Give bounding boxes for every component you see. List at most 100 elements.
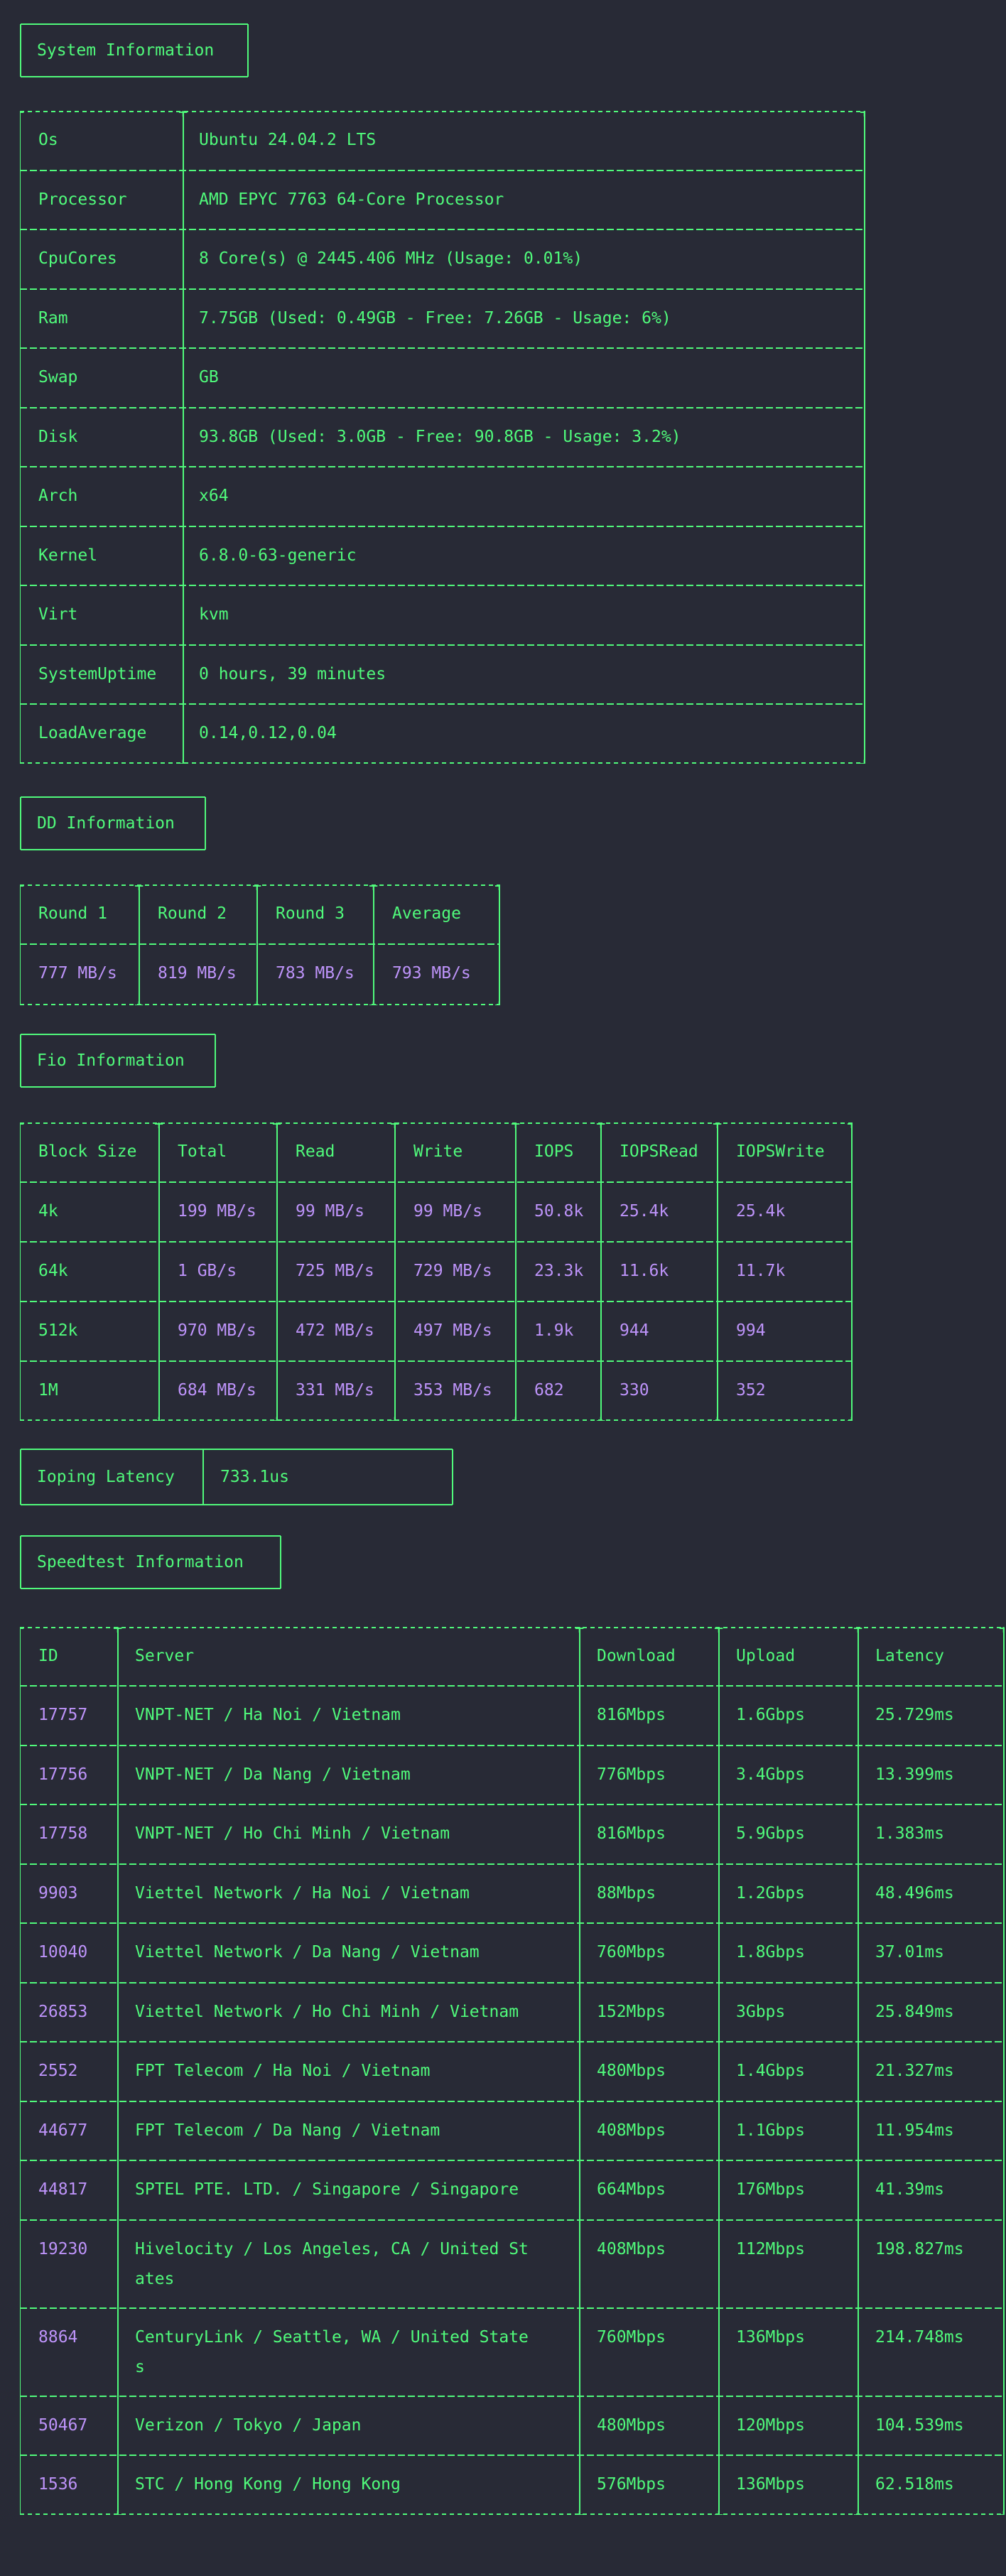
corner-plus: + (860, 755, 865, 764)
system-info-key: SystemUptime (38, 665, 157, 683)
fio-value: 23.3k (534, 1262, 584, 1280)
corner-plus: + (511, 1412, 520, 1421)
speedtest-download: 88Mbps (597, 1884, 656, 1903)
section-title-text: System Information (37, 41, 215, 60)
corner-plus: + (853, 2506, 862, 2515)
fio-value: 11.6k (620, 1262, 669, 1280)
fio-value: 353 MB/s (413, 1381, 492, 1400)
speedtest-latency: 11.954ms (875, 2121, 954, 2140)
section-title-text: Fio Information (37, 1051, 185, 1070)
section-title-text: Speedtest Information (37, 1553, 244, 1571)
dd-value: 777 MB/s (38, 964, 117, 983)
system-info-value: 0 hours, 39 minutes (199, 665, 386, 683)
speedtest-upload: 136Mbps (736, 2475, 805, 2494)
fio-info-table: ++++++++++++++++Block SizeTotalReadWrite… (20, 1122, 853, 1421)
system-info-value: x64 (199, 487, 229, 505)
fio-block-size: 4k (38, 1202, 58, 1221)
corner-plus: + (20, 1412, 24, 1421)
dd-header: Round 2 (158, 904, 227, 923)
speedtest-server: Hivelocity / Los Angeles, CA / United St (135, 2240, 529, 2258)
fio-value: 352 (736, 1381, 766, 1400)
corner-plus: + (713, 1122, 722, 1133)
system-info-value: 8 Core(s) @ 2445.406 MHz (Usage: 0.01%) (199, 249, 583, 268)
speedtest-server: Verizon / Tokyo / Japan (135, 2416, 362, 2435)
speedtest-id: 10040 (38, 1943, 88, 1961)
speedtest-id: 2552 (38, 2062, 78, 2080)
fio-value: 199 MB/s (178, 1202, 256, 1221)
fio-value: 684 MB/s (178, 1381, 256, 1400)
dd-value: 783 MB/s (276, 964, 355, 983)
corner-plus: + (999, 2506, 1005, 2515)
corner-plus: + (154, 1412, 163, 1421)
corner-plus: + (999, 1627, 1005, 1638)
speedtest-server: Viettel Network / Ho Chi Minh / Vietnam (135, 2003, 519, 2021)
corner-plus: + (853, 1627, 862, 1638)
fio-header: IOPSWrite (736, 1142, 825, 1161)
title-box-border (20, 23, 249, 77)
fio-header: IOPSRead (620, 1142, 698, 1161)
speedtest-server: SPTEL PTE. LTD. / Singapore / Singapore (135, 2180, 519, 2199)
speedtest-upload: 176Mbps (736, 2180, 805, 2199)
speedtest-download: 816Mbps (597, 1824, 666, 1843)
dd-value: 793 MB/s (392, 964, 471, 983)
corner-plus: + (714, 1627, 723, 1638)
corner-plus: + (390, 1412, 399, 1421)
speedtest-upload: 136Mbps (736, 2328, 805, 2347)
corner-plus: + (252, 884, 261, 895)
speedtest-header: Server (135, 1647, 195, 1665)
system-info-key: CpuCores (38, 249, 117, 268)
corner-plus: + (20, 997, 24, 1005)
corner-plus: + (178, 755, 188, 764)
corner-plus: + (714, 2506, 723, 2515)
speedtest-upload: 1.6Gbps (736, 1706, 805, 1724)
corner-plus: + (113, 2506, 122, 2515)
speedtest-server: STC / Hong Kong / Hong Kong (135, 2475, 401, 2494)
speedtest-latency: 214.748ms (875, 2328, 964, 2347)
speedtest-download: 760Mbps (597, 1943, 666, 1961)
corner-plus: + (713, 1412, 722, 1421)
corner-plus: + (494, 884, 500, 895)
speedtest-upload: 120Mbps (736, 2416, 805, 2435)
speedtest-server: VNPT-NET / Da Nang / Vietnam (135, 1765, 411, 1784)
speedtest-server: CenturyLink / Seattle, WA / United State (135, 2328, 529, 2347)
corner-plus: + (369, 884, 378, 895)
corner-plus: + (511, 1122, 520, 1133)
fio-value: 330 (620, 1381, 649, 1400)
corner-plus: + (154, 1122, 163, 1133)
fio-header: Block Size (38, 1142, 137, 1161)
speedtest-upload: 3.4Gbps (736, 1765, 805, 1784)
speedtest-server: Viettel Network / Da Nang / Vietnam (135, 1943, 480, 1961)
speedtest-server: s (135, 2358, 145, 2376)
system-info-key: Ram (38, 309, 68, 328)
speedtest-latency: 104.539ms (875, 2416, 964, 2435)
speedtest-latency: 41.39ms (875, 2180, 944, 2199)
title-box-border (20, 796, 206, 850)
corner-plus: + (134, 997, 144, 1005)
speedtest-download: 576Mbps (597, 2475, 666, 2494)
corner-plus: + (596, 1412, 605, 1421)
speedtest-upload: 1.1Gbps (736, 2121, 805, 2140)
dd-header: Round 1 (38, 904, 107, 923)
speedtest-id: 19230 (38, 2240, 88, 2258)
speedtest-upload: 5.9Gbps (736, 1824, 805, 1843)
title-box-border (20, 1034, 216, 1088)
system-info-key: Swap (38, 368, 78, 386)
speedtest-latency: 198.827ms (875, 2240, 964, 2258)
corner-plus: + (847, 1122, 853, 1133)
section-title-text: DD Information (37, 814, 175, 833)
speedtest-id: 8864 (38, 2328, 78, 2347)
speedtest-download: 664Mbps (597, 2180, 666, 2199)
corner-plus: + (847, 1412, 853, 1421)
fio-value: 970 MB/s (178, 1321, 256, 1340)
system-info-key: Disk (38, 428, 78, 446)
fio-value: 11.7k (736, 1262, 786, 1280)
fio-value: 1 GB/s (178, 1262, 237, 1280)
dd-value: 819 MB/s (158, 964, 237, 983)
fio-value: 50.8k (534, 1202, 584, 1221)
speedtest-upload: 1.8Gbps (736, 1943, 805, 1961)
fio-block-size: 1M (38, 1381, 58, 1400)
speedtest-header: Download (597, 1647, 676, 1665)
corner-plus: + (272, 1412, 281, 1421)
